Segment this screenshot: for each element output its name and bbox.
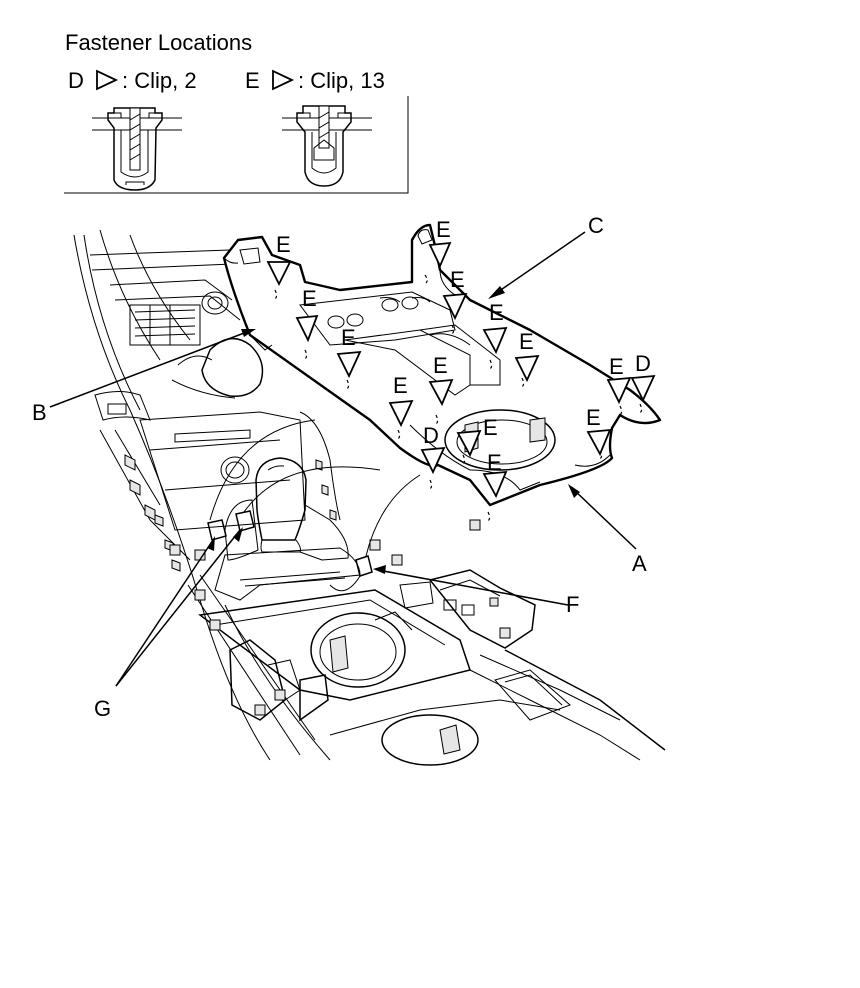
- clip-marker-e: E: [442, 267, 468, 321]
- callout-b-label: B: [32, 400, 47, 425]
- console-panel-removed: [222, 223, 662, 523]
- legend-frame: [64, 96, 409, 194]
- clip-marker-d: D: [420, 423, 446, 475]
- svg-text:E: E: [609, 354, 624, 379]
- clip-marker-e: E: [266, 232, 292, 287]
- svg-text:E: E: [341, 325, 356, 350]
- svg-text:E: E: [302, 286, 317, 311]
- svg-text:E: E: [276, 232, 291, 257]
- callout-g-label: G: [94, 696, 111, 721]
- legend-e-text: : Clip, 13: [298, 68, 385, 93]
- clip-marker-e: E: [482, 450, 508, 499]
- callout-a-label: A: [632, 551, 647, 576]
- svg-text:D: D: [635, 351, 651, 376]
- clip-marker-d: D: [630, 351, 656, 403]
- clip-markers: E E E E E E E E: [266, 217, 656, 499]
- callouts: C B A F G: [32, 213, 647, 721]
- svg-text:E: E: [433, 353, 448, 378]
- clip-marker-e: E: [606, 354, 632, 405]
- legend-e-triangle-icon: [272, 69, 295, 91]
- fastener-legend: Fastener Locations D : Clip, 2 E : Clip,…: [64, 30, 409, 194]
- svg-text:E: E: [450, 267, 465, 292]
- clip-marker-e: E: [388, 373, 414, 428]
- clip-marker-e: E: [295, 286, 319, 343]
- legend-e-letter: E: [245, 68, 260, 93]
- clip-marker-e: E: [428, 217, 452, 269]
- svg-text:E: E: [487, 450, 502, 475]
- clip-marker-e: E: [428, 353, 454, 407]
- svg-text:E: E: [393, 373, 408, 398]
- callout-f-label: F: [566, 592, 579, 617]
- clip-marker-e: E: [456, 415, 498, 458]
- clip-marker-e: E: [586, 405, 612, 457]
- legend-title: Fastener Locations: [65, 30, 252, 55]
- svg-text:E: E: [519, 329, 534, 354]
- svg-text:E: E: [436, 217, 451, 242]
- legend-d-triangle-icon: [96, 69, 119, 91]
- legend-d-text: : Clip, 2: [122, 68, 197, 93]
- svg-text:E: E: [483, 415, 498, 440]
- callout-c-label: C: [588, 213, 604, 238]
- clip-marker-e: E: [336, 325, 362, 379]
- clip-d-icon: [92, 107, 182, 191]
- legend-d-letter: D: [68, 68, 84, 93]
- clip-e-icon: [282, 105, 372, 187]
- svg-text:E: E: [586, 405, 601, 430]
- clip-marker-e: E: [482, 300, 508, 355]
- svg-text:D: D: [423, 423, 439, 448]
- svg-text:E: E: [489, 300, 504, 325]
- console-assembly: [73, 229, 666, 766]
- clip-marker-e: E: [514, 329, 540, 383]
